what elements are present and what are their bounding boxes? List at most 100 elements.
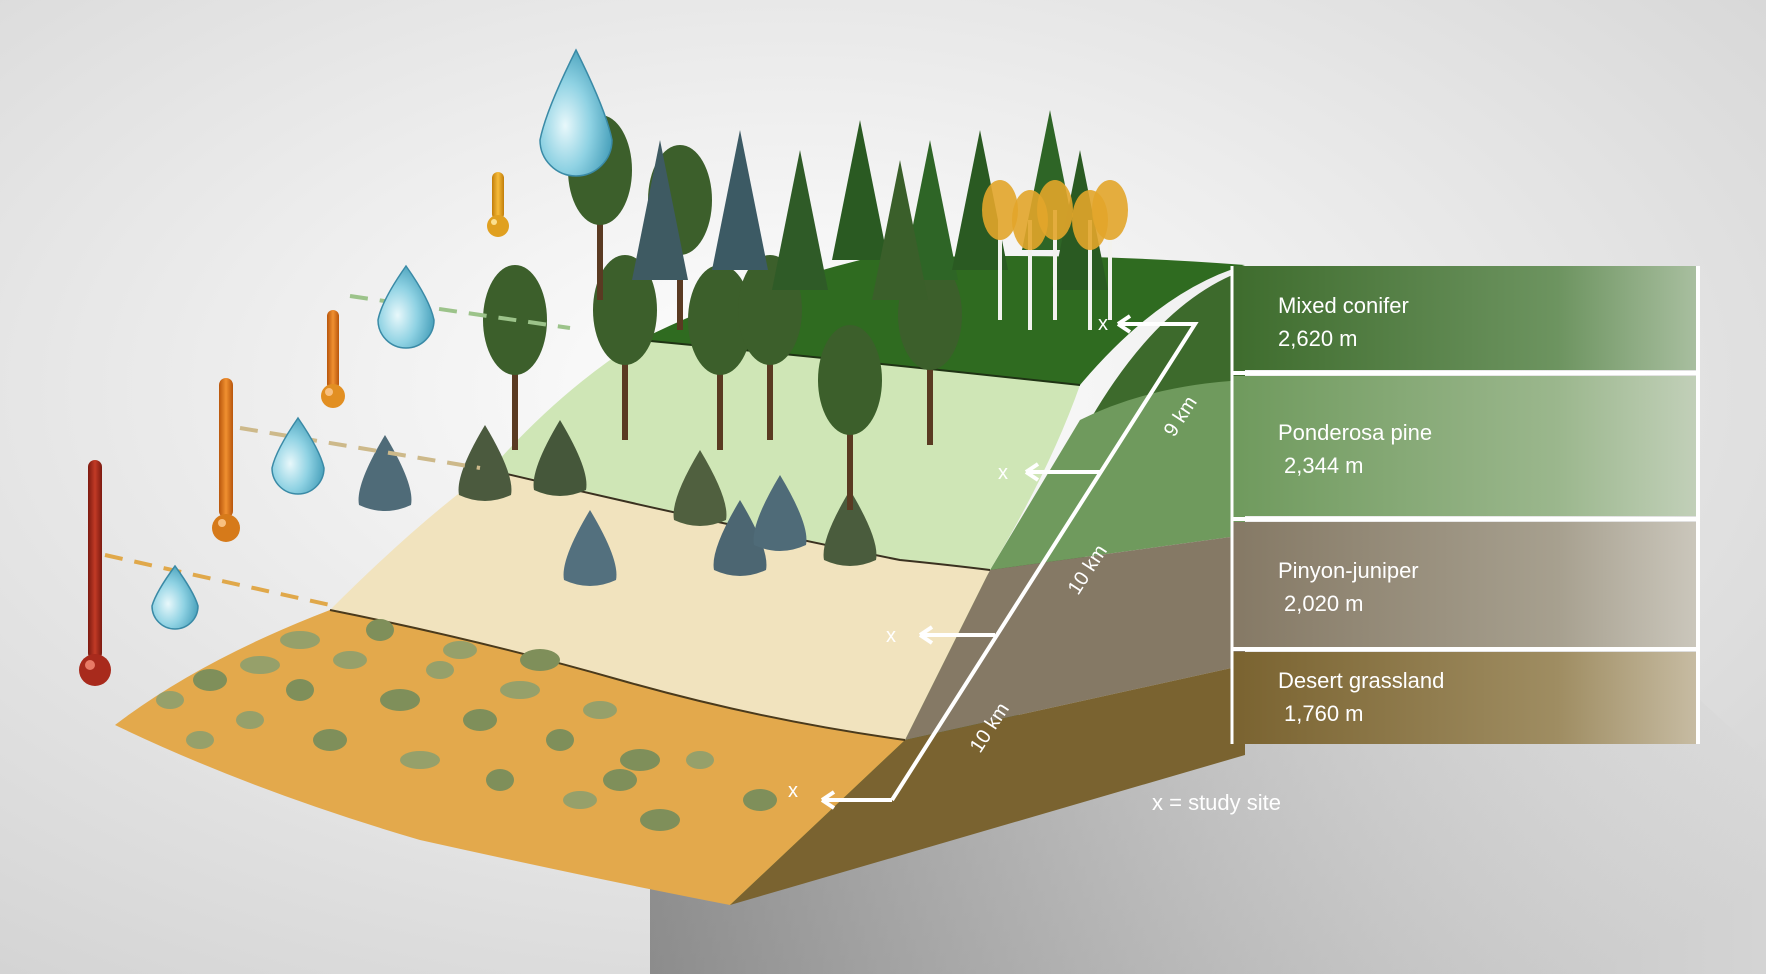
shrub [686,751,714,769]
ponderosa-crown [593,255,657,365]
cliff-face-desert [730,665,1245,905]
shrub [400,751,440,769]
aspen-trunk [998,210,1002,320]
thermometer-icon [79,460,111,686]
landscape-block [115,110,1245,905]
band-mixed-conifer [1232,266,1698,370]
arrow-head [820,790,836,810]
conifer-tree [632,140,688,280]
pinyon-tree [358,435,412,511]
tree-trunk [927,325,933,445]
shrub [366,619,394,641]
aspen-crown [982,180,1018,240]
tree-trunk [847,390,853,510]
band-ponderosa-pine [1232,376,1698,516]
aspen-crown [1092,180,1128,240]
pinyon-tree [753,475,807,551]
shrub [443,641,477,659]
conifer-tree [712,130,768,270]
cliff-face-ponderosa [990,380,1245,570]
shrub [583,701,617,719]
shrub [426,661,454,679]
band-pinyon-juniper [1232,522,1698,647]
study-site-marker: x [886,625,896,647]
thermometer-icon [212,378,240,542]
zone-edge [489,469,991,571]
cliff-face-pinyon [905,535,1245,740]
shrub [240,656,280,674]
water-drop-icon [539,48,613,177]
tree-trunk [597,180,603,300]
water-drop-icon [151,564,199,630]
pinyon-tree [563,510,617,586]
pinyon-surface [330,470,990,740]
study-site-marker: x [1098,313,1108,335]
shrub [500,681,540,699]
conifer-tree [832,120,888,260]
shrub [186,731,214,749]
zone-elevation: 2,020 m [1284,591,1364,616]
aspen-trunk [1088,220,1092,330]
shrub [463,709,497,731]
thermometer-icon [487,172,509,237]
aspen-trunk [1053,210,1057,320]
shrub [546,729,574,751]
shrub [286,679,314,701]
shrub [563,791,597,809]
shrub [640,809,680,831]
band-desert-grassland [1232,652,1698,744]
shrub [380,689,420,711]
water-drop-icon [377,264,435,349]
arrow-head [918,625,934,645]
shrub [333,651,367,669]
desert-surface [115,610,905,905]
legend-study-site: x = study site [1152,790,1281,815]
water-drops [151,48,613,630]
mixed-conifer-trees [632,110,1128,330]
pinyon-tree [713,500,767,576]
shrub [743,789,777,811]
shrub [603,769,637,791]
aspen-trunk [1028,220,1032,330]
zone-elevation: 2,344 m [1284,453,1364,478]
pinyon-tree [673,450,727,526]
zone-elevation: 1,760 m [1284,701,1364,726]
water-drop-icon [271,416,325,495]
pinyon-tree [533,420,587,496]
aspen-trunk [1108,210,1112,320]
tree-trunk [622,320,628,440]
shrub [620,749,660,771]
shrub [313,729,347,751]
zone-name: Pinyon-juniper [1278,558,1419,583]
conifer-tree [772,150,828,290]
zone-name: Ponderosa pine [1278,420,1432,445]
shrub [486,769,514,791]
shrub [520,649,560,671]
transect [820,314,1199,810]
zone-bands: Mixed conifer 2,620 m Ponderosa pine 2,3… [1230,266,1700,744]
thermometers [79,172,509,686]
arrow-head [1024,462,1040,482]
tree-trunk [717,330,723,450]
conifer-tree [872,160,928,300]
ponderosa-crown [818,325,882,435]
study-site-marker: x [788,780,798,802]
zone-edge [329,609,906,741]
tree-trunk [512,330,518,450]
ponderosa-crown [688,265,752,375]
shrub [193,669,227,691]
shrub [156,691,184,709]
floor-shadow [650,700,1766,974]
arrow-head [1116,314,1132,334]
aspen-crown [1037,180,1073,240]
desert-shrubs [156,619,777,831]
shrub [280,631,320,649]
pinyon-tree [823,490,877,566]
pinyon-juniper-trees [358,420,877,586]
zone-name: Mixed conifer [1278,293,1409,318]
shrub [236,711,264,729]
study-site-marker: x [998,462,1008,484]
zone-name: Desert grassland [1278,668,1444,693]
thermometer-icon [321,310,345,408]
